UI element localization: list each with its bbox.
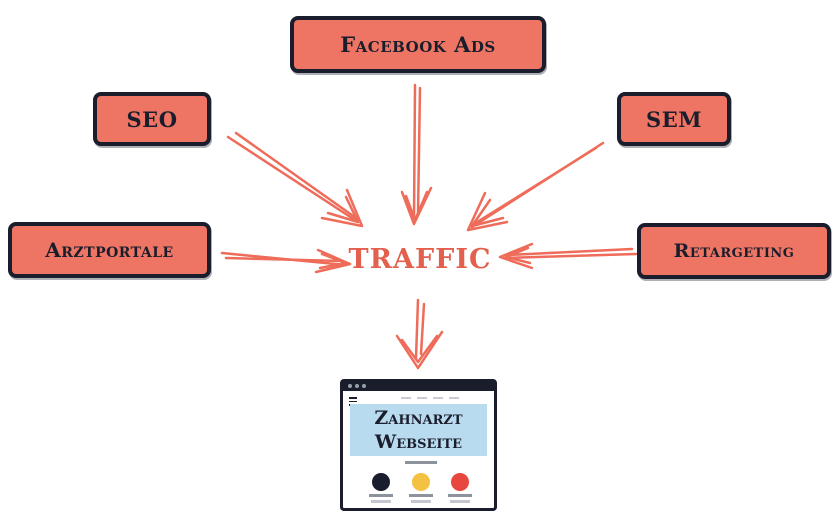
feature-text-placeholder [371,500,391,503]
feature-circle-dark [372,473,390,491]
arztportale-node: Arztportale [8,222,211,278]
nav-link-placeholder [433,397,443,399]
window-dot [348,384,352,388]
seo-node: SEO [93,92,211,146]
retargeting-node: Retargeting [637,223,831,279]
nav-link-placeholder [449,397,459,399]
sem-label: SEM [646,106,702,132]
website-hero: Zahnarzt Webseite [350,404,487,456]
nav-link-placeholder [417,397,427,399]
facebook-ads-label: Facebook Ads [340,32,496,57]
arrow-sem-to-traffic [466,141,605,232]
arrow-traffic-to-website [395,298,444,370]
browser-topbar [343,382,494,391]
traffic-label: TRAFFIC [348,244,492,275]
feature-circle-red [451,473,469,491]
website-title-line1: Zahnarzt [374,407,463,429]
window-dot [362,384,366,388]
arrow-facebook-to-traffic [400,83,433,226]
hero-underline [405,461,437,464]
feature-text-placeholder [369,494,393,497]
website-title-line2: Webseite [374,431,463,453]
feature-text-placeholder [448,494,472,497]
feature-text-placeholder [450,500,470,503]
window-dot [355,384,359,388]
seo-label: SEO [126,106,178,132]
facebook-ads-node: Facebook Ads [290,16,546,73]
feature-text-placeholder [409,494,433,497]
website-mockup: Zahnarzt Webseite [340,379,497,511]
arrow-retargeting-to-traffic [498,242,638,270]
arrow-seo-to-traffic [226,131,364,228]
sem-node: SEM [617,92,731,146]
feature-text-placeholder [411,500,431,503]
arztportale-label: Arztportale [45,238,174,262]
arrow-arztportale-to-traffic [220,248,352,274]
feature-circle-yellow [412,473,430,491]
retargeting-label: Retargeting [673,240,795,262]
nav-link-placeholder [401,397,411,399]
